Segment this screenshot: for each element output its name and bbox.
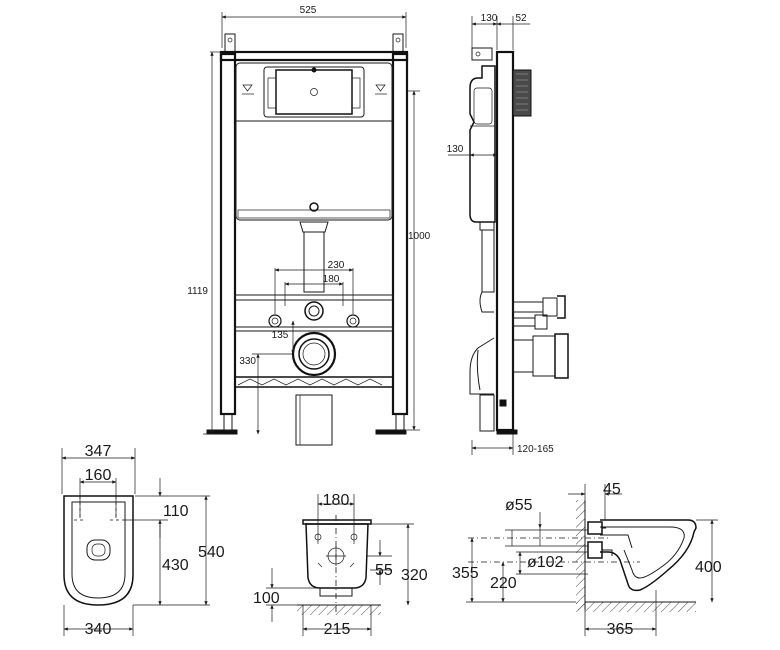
dim-wc-width-160: 160 [85, 467, 112, 484]
frame-side-view: 130 52 130 [447, 13, 569, 455]
dim-rear-height-55: 55 [375, 562, 393, 579]
wc-side-view: 45 ø55 ø102 355 220 400 [452, 481, 722, 638]
dim-wc-length-540: 540 [198, 544, 225, 561]
wc-rear-view: 180 55 320 100 [253, 492, 428, 638]
wc-top-view: 347 160 110 430 540 340 [61, 443, 225, 638]
dim-rear-width-180: 180 [323, 492, 350, 509]
dim-offset-330: 330 [239, 356, 256, 367]
dim-side-length-365: 365 [607, 621, 634, 638]
dim-total-height: 1119 [187, 286, 208, 297]
dim-pipe-spacing-outer: 230 [328, 260, 345, 271]
dim-offset-135: 135 [272, 330, 289, 341]
dim-side-130-mid: 130 [447, 144, 464, 155]
dim-side-depth-45: 45 [603, 481, 621, 498]
dim-rear-width-215: 215 [324, 621, 351, 638]
dim-side-dia-55: ø55 [505, 497, 533, 514]
dim-pipe-spacing-inner: 180 [323, 274, 340, 285]
dim-frame-width: 525 [300, 5, 317, 16]
dim-side-130-top: 130 [481, 13, 498, 24]
dim-side-dia-102: ø102 [527, 554, 564, 571]
dim-wc-length-430: 430 [162, 557, 189, 574]
dim-wc-length-110: 110 [163, 503, 189, 520]
dim-side-height-220: 220 [490, 575, 517, 592]
dim-side-52: 52 [515, 13, 527, 24]
dim-wc-width-347: 347 [85, 443, 112, 460]
frame-front-view: 525 [187, 5, 431, 446]
dim-rear-height-100: 100 [253, 590, 280, 607]
dim-wall-range: 120-165 [517, 444, 554, 455]
dim-frame-height: 1000 [408, 231, 431, 242]
dim-rear-height-320: 320 [401, 567, 428, 584]
dim-side-height-355: 355 [452, 565, 479, 582]
dim-wc-width-340: 340 [85, 621, 112, 638]
dim-side-height-400: 400 [695, 559, 722, 576]
